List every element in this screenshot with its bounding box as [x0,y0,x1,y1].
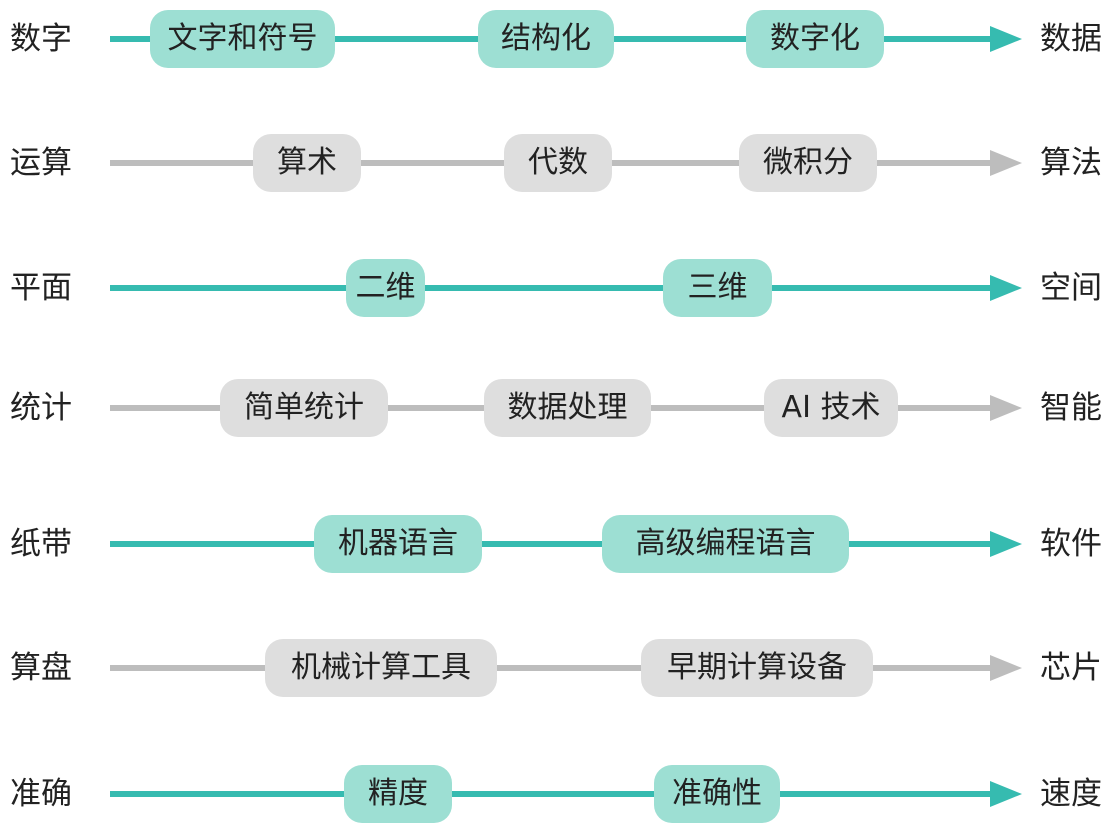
arrow-head-icon [990,781,1022,807]
connector-line [110,285,995,291]
arrow-head-icon [990,150,1022,176]
step-pill: 微积分 [739,134,877,192]
step-pill: 高级编程语言 [602,515,849,573]
step-pill: 简单统计 [220,379,388,437]
step-pill: 代数 [504,134,612,192]
row-operation-to-algorithm: 运算 算法 算术 代数 微积分 [0,133,1118,193]
row-plane-to-space: 平面 空间 二维 三维 [0,258,1118,318]
row-start-label: 平面 [10,270,72,306]
connector-line [110,541,995,547]
row-end-label: 软件 [1040,526,1102,562]
step-pill: 早期计算设备 [641,639,873,697]
row-start-label: 统计 [10,390,72,426]
arrow-head-icon [990,26,1022,52]
connector-line [110,791,995,797]
row-end-label: 数据 [1040,21,1102,57]
row-abacus-to-chip: 算盘 芯片 机械计算工具 早期计算设备 [0,638,1118,698]
step-pill: 结构化 [478,10,614,68]
row-start-label: 纸带 [10,526,72,562]
row-end-label: 速度 [1040,776,1102,812]
row-end-label: 芯片 [1040,650,1102,686]
step-pill: 三维 [663,259,772,317]
step-pill: 数字化 [746,10,884,68]
row-start-label: 准确 [10,776,72,812]
row-statistics-to-intelligence: 统计 智能 简单统计 数据处理 AI 技术 [0,378,1118,438]
row-start-label: 数字 [10,21,72,57]
row-start-label: 算盘 [10,650,72,686]
step-pill: 机器语言 [314,515,482,573]
row-digital-to-data: 数字 数据 文字和符号 结构化 数字化 [0,9,1118,69]
step-pill: AI 技术 [764,379,898,437]
row-start-label: 运算 [10,145,72,181]
step-pill: 机械计算工具 [265,639,497,697]
step-pill: 算术 [253,134,361,192]
row-accuracy-to-speed: 准确 速度 精度 准确性 [0,764,1118,824]
arrow-head-icon [990,531,1022,557]
step-pill: 二维 [346,259,425,317]
row-end-label: 算法 [1040,145,1102,181]
arrow-head-icon [990,655,1022,681]
connector-line [110,665,995,671]
step-pill: 数据处理 [484,379,651,437]
step-pill: 精度 [344,765,452,823]
row-end-label: 智能 [1040,390,1102,426]
arrow-head-icon [990,395,1022,421]
arrow-head-icon [990,275,1022,301]
row-end-label: 空间 [1040,270,1102,306]
row-tape-to-software: 纸带 软件 机器语言 高级编程语言 [0,514,1118,574]
step-pill: 准确性 [654,765,780,823]
step-pill: 文字和符号 [150,10,335,68]
